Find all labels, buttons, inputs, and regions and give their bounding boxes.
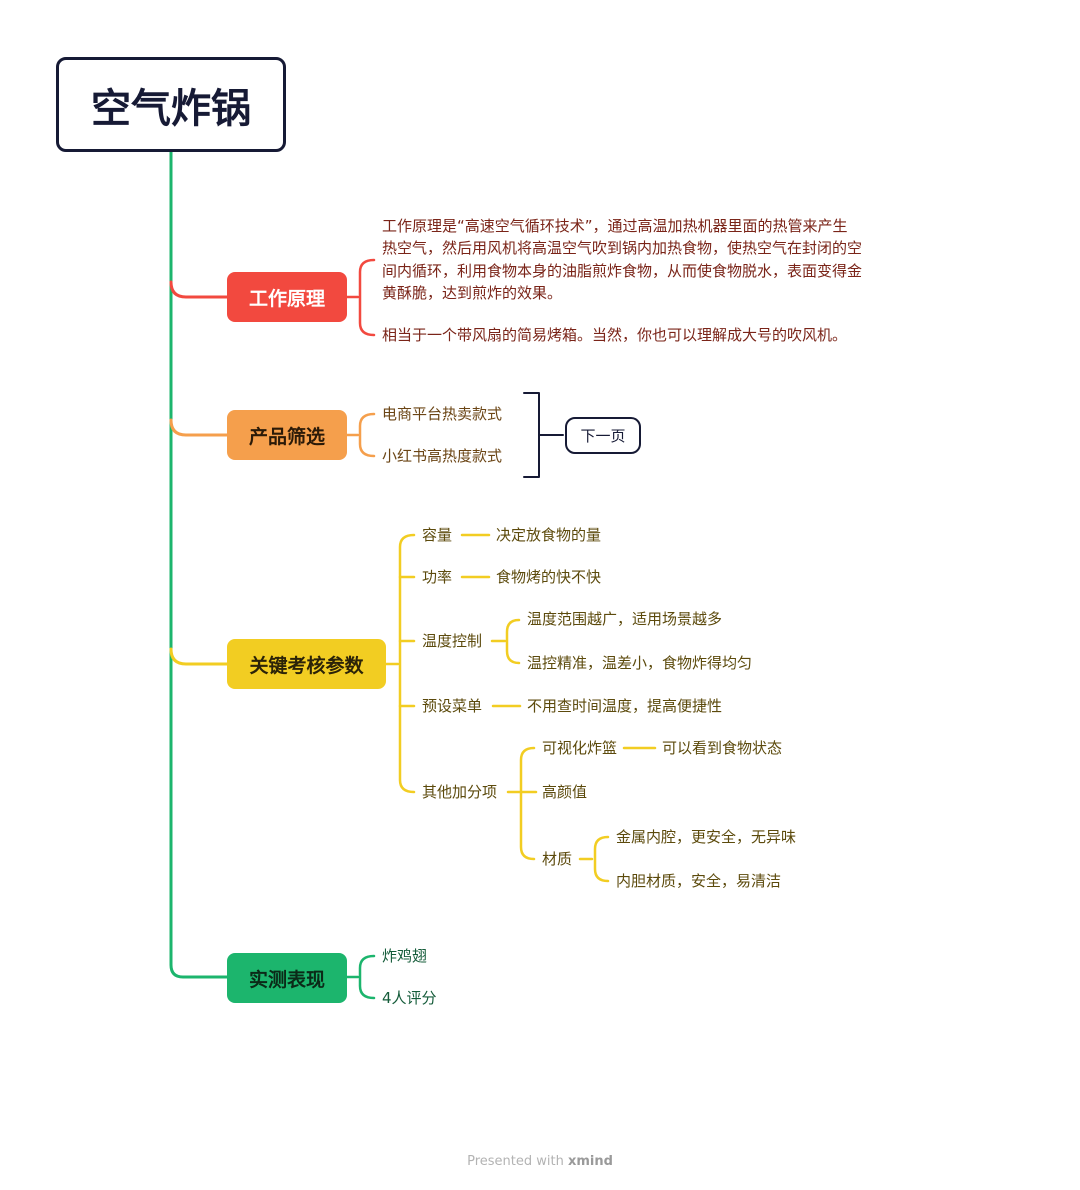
param-capacity[interactable]: 容量 bbox=[422, 526, 453, 544]
connector-principle bbox=[169, 280, 229, 299]
material-metal-cavity[interactable]: 金属内腔，更安全，无异味 bbox=[616, 828, 797, 846]
root-topic[interactable]: 空气炸锅 bbox=[56, 57, 286, 152]
param-capacity-desc[interactable]: 决定放食物的量 bbox=[496, 526, 602, 544]
param-temperature-precision[interactable]: 温控精准，温差小，食物炸得均匀 bbox=[527, 654, 753, 672]
selection-item-xiaohongshu[interactable]: 小红书高热度款式 bbox=[382, 447, 503, 465]
param-power[interactable]: 功率 bbox=[422, 568, 453, 586]
param-extras[interactable]: 其他加分项 bbox=[422, 783, 498, 801]
branch-test[interactable]: 实测表现 bbox=[227, 953, 347, 1003]
principle-analogy[interactable]: 相当于一个带风扇的简易烤箱。当然，你也可以理解成大号的吹风机。 bbox=[382, 326, 848, 344]
footer-watermark: Presented with xmind bbox=[0, 1152, 1080, 1172]
extras-looks[interactable]: 高颜值 bbox=[542, 783, 588, 801]
param-temperature[interactable]: 温度控制 bbox=[422, 632, 483, 650]
test-item-chicken-wings[interactable]: 炸鸡翅 bbox=[382, 947, 428, 965]
connector-selection bbox=[169, 418, 229, 437]
test-item-rating[interactable]: 4人评分 bbox=[382, 989, 437, 1007]
trunk-line bbox=[169, 150, 229, 979]
footer-prefix: Presented with bbox=[467, 1154, 564, 1169]
param-temperature-range[interactable]: 温度范围越广，适用场景越多 bbox=[527, 610, 723, 628]
selection-item-ecommerce[interactable]: 电商平台热卖款式 bbox=[382, 405, 503, 423]
connector-params bbox=[169, 647, 229, 666]
extras-visual-basket[interactable]: 可视化炸篮 bbox=[542, 739, 618, 757]
param-power-desc[interactable]: 食物烤的快不快 bbox=[496, 568, 602, 586]
extras-visual-basket-desc[interactable]: 可以看到食物状态 bbox=[662, 739, 783, 757]
principle-description[interactable]: 工作原理是“高速空气循环技术”，通过高温加热机器里面的热管来产生热空气，然后用风… bbox=[382, 217, 863, 302]
material-inner-pot[interactable]: 内胆材质，安全，易清洁 bbox=[616, 872, 782, 890]
branch-selection[interactable]: 产品筛选 bbox=[227, 410, 347, 460]
branch-params[interactable]: 关键考核参数 bbox=[227, 639, 386, 689]
param-menu[interactable]: 预设菜单 bbox=[422, 697, 483, 715]
footer-brand: xmind bbox=[567, 1154, 613, 1169]
extras-material[interactable]: 材质 bbox=[542, 850, 573, 868]
next-page-button[interactable]: 下一页 bbox=[565, 417, 641, 454]
param-menu-desc[interactable]: 不用查时间温度，提高便捷性 bbox=[527, 697, 723, 715]
branch-principle[interactable]: 工作原理 bbox=[227, 272, 347, 322]
